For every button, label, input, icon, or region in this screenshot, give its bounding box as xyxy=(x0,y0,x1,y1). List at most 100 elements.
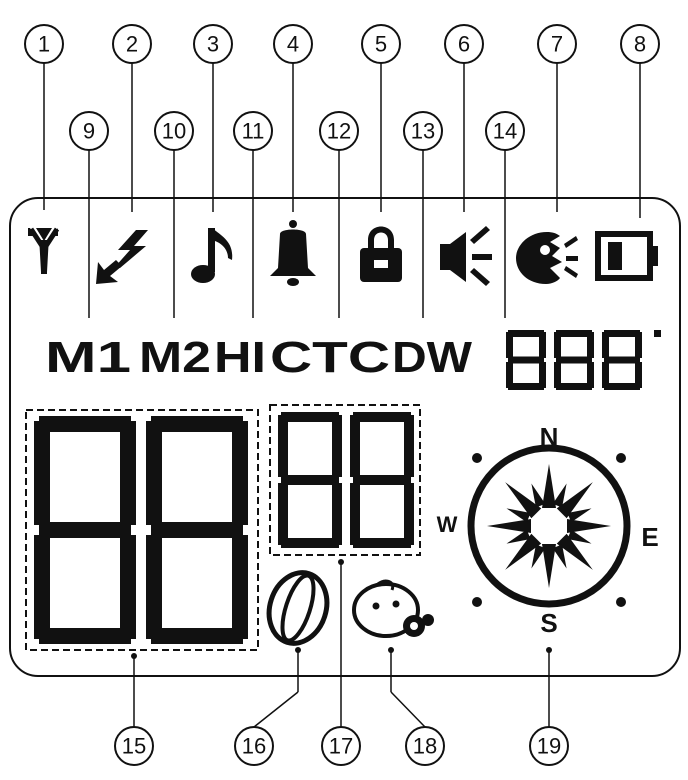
compass-icon xyxy=(471,448,627,607)
compass-ray xyxy=(487,519,531,533)
segment xyxy=(587,332,594,358)
svg-text:5: 5 xyxy=(375,32,387,57)
segment xyxy=(556,357,592,364)
seven-segment-digit xyxy=(146,416,248,644)
callout-12: 12 xyxy=(320,112,358,318)
segment xyxy=(404,483,414,545)
segment xyxy=(353,412,411,422)
segment xyxy=(332,483,342,545)
segment xyxy=(556,330,592,337)
compass-south-label: S xyxy=(540,608,557,638)
small-seven-segment-display xyxy=(506,330,661,390)
segment xyxy=(151,628,243,644)
seven-segment-digit xyxy=(278,412,342,548)
compass-ray xyxy=(542,464,556,508)
segment xyxy=(506,362,513,388)
segment xyxy=(281,475,339,485)
svg-text:2: 2 xyxy=(126,32,138,57)
svg-text:10: 10 xyxy=(162,119,186,144)
compass-corner-dot xyxy=(472,597,482,607)
segment xyxy=(278,415,288,477)
callout-7: 7 xyxy=(538,25,576,212)
seven-segment-digit xyxy=(506,330,546,390)
bell-icon xyxy=(270,220,316,286)
channel-seven-segment-display xyxy=(34,416,248,644)
segment xyxy=(151,522,243,538)
segment xyxy=(508,357,544,364)
segment xyxy=(34,421,50,525)
segment xyxy=(232,421,248,525)
segment xyxy=(146,535,162,639)
segment xyxy=(350,415,360,477)
compass-east-label: E xyxy=(641,522,658,552)
segment xyxy=(554,332,561,358)
callout-14: 14 xyxy=(486,112,524,318)
m2-indicator: M2 xyxy=(139,333,211,382)
compass-corner-dot xyxy=(616,597,626,607)
callout-16: 16 xyxy=(235,647,301,765)
svg-text:1: 1 xyxy=(38,32,50,57)
compass-ray xyxy=(567,519,611,533)
svg-text:7: 7 xyxy=(551,32,563,57)
callout-5: 5 xyxy=(362,25,400,212)
m1-indicator: M1 xyxy=(45,333,131,382)
segment xyxy=(332,415,342,477)
segment xyxy=(350,483,360,545)
compass-corner-dot xyxy=(472,453,482,463)
svg-text:12: 12 xyxy=(327,119,351,144)
hi-indicator: HI xyxy=(214,333,266,382)
segment xyxy=(278,483,288,545)
svg-text:18: 18 xyxy=(413,734,437,759)
seven-segment-digit xyxy=(554,330,594,390)
segment xyxy=(151,416,243,432)
compass-corner-dot xyxy=(616,453,626,463)
code-seven-segment-display xyxy=(278,412,414,548)
svg-text:14: 14 xyxy=(493,119,517,144)
antenna-icon xyxy=(28,228,58,274)
callout-9: 9 xyxy=(70,112,108,318)
segment xyxy=(281,538,339,548)
svg-text:17: 17 xyxy=(329,734,353,759)
segment xyxy=(554,362,561,388)
segment xyxy=(34,535,50,639)
callout-1: 1 xyxy=(25,25,63,210)
segment xyxy=(587,362,594,388)
callout-8: 8 xyxy=(621,25,659,218)
svg-text:8: 8 xyxy=(634,32,646,57)
svg-text:3: 3 xyxy=(207,32,219,57)
segment xyxy=(404,415,414,477)
callout-17: 17 xyxy=(322,559,360,765)
dw-indicator: DW xyxy=(392,333,473,382)
compass-ray xyxy=(542,544,556,588)
callout-2: 2 xyxy=(113,25,151,212)
compass-west-label: W xyxy=(437,512,458,537)
compass-north-label: N xyxy=(540,422,559,452)
segment xyxy=(39,416,131,432)
segment xyxy=(604,383,640,390)
callout-15: 15 xyxy=(115,653,153,765)
svg-text:6: 6 xyxy=(458,32,470,57)
segment xyxy=(120,421,136,525)
segment xyxy=(539,332,546,358)
segment xyxy=(120,535,136,639)
baby-icon xyxy=(354,581,434,637)
voice-icon xyxy=(516,232,578,284)
segment xyxy=(604,330,640,337)
segment xyxy=(539,362,546,388)
svg-text:11: 11 xyxy=(242,119,265,144)
segment xyxy=(602,332,609,358)
svg-text:4: 4 xyxy=(287,32,299,57)
callout-6: 6 xyxy=(445,25,483,212)
svg-text:19: 19 xyxy=(537,734,561,759)
segment xyxy=(146,421,162,525)
segment xyxy=(604,357,640,364)
segment xyxy=(281,412,339,422)
globe-icon xyxy=(260,565,336,651)
segment xyxy=(506,332,513,358)
segment xyxy=(635,332,642,358)
music-note-icon xyxy=(191,228,232,283)
segment xyxy=(556,383,592,390)
callout-3: 3 xyxy=(194,25,232,212)
segment xyxy=(232,535,248,639)
segment xyxy=(508,383,544,390)
